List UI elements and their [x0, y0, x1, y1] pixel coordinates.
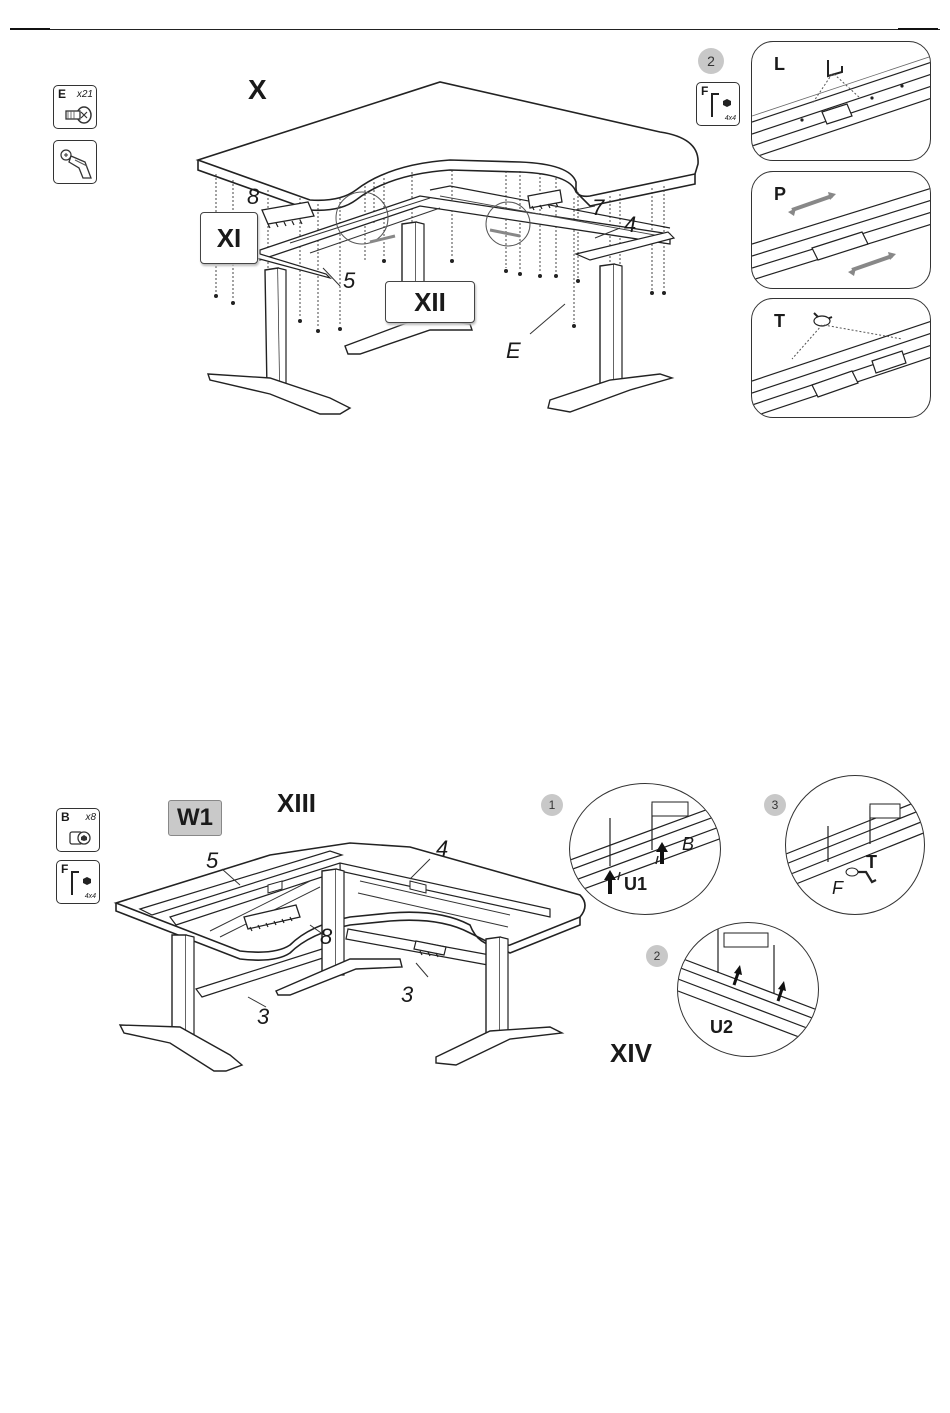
zoom-label-b: B: [682, 834, 694, 855]
detail-panel-l: L: [751, 41, 931, 161]
zoom-step-1-number: 1: [541, 794, 563, 816]
desk-frame-drawing-xiii: [110, 825, 605, 1075]
tool-letter: E: [58, 87, 66, 101]
header-rule: [10, 29, 940, 30]
rail-bolt-detail: [678, 923, 819, 1057]
rail-detail-drawing: [752, 42, 931, 161]
bolt-icon: [67, 827, 93, 849]
screw-icon: [62, 104, 92, 126]
allen-key-icon: [705, 89, 735, 119]
zoom-label-f: F: [832, 878, 843, 899]
header-rule-mark-right: [898, 28, 938, 30]
substep-xii-label: XII: [385, 281, 475, 323]
tool-qty: x8: [85, 812, 96, 823]
rail-tighten-drawing: [752, 299, 931, 418]
detail-panel-p: P: [751, 171, 931, 289]
part-number-3-left: 3: [257, 1004, 269, 1030]
part-number-8: 8: [247, 184, 259, 210]
tool-f-allen-key-2: F 4x4: [56, 860, 100, 904]
zoom-detail-3: T F: [785, 775, 925, 915]
part-number-e: E: [506, 338, 521, 364]
zoom-step-2-number: 2: [646, 945, 668, 967]
part-number-5-b: 5: [206, 848, 218, 874]
zoom-label-u1: U1: [624, 874, 647, 895]
tool-f-allen-key: F 4x4: [696, 82, 740, 126]
screwdriver-icon: [57, 144, 95, 182]
zoom-step-3-number: 3: [764, 794, 786, 816]
part-number-3-right: 3: [401, 982, 413, 1008]
zoom-detail-1: B U1: [569, 783, 721, 915]
allen-key-icon: [65, 867, 95, 897]
tool-letter: B: [61, 810, 70, 824]
part-number-5: 5: [343, 268, 355, 294]
part-number-4: 4: [624, 212, 636, 238]
step-xiii-label: XIII: [277, 788, 316, 819]
substep-xi-label: XI: [200, 212, 258, 264]
rail-slide-drawing: [752, 172, 931, 289]
zoom-label-t: T: [866, 852, 877, 873]
part-number-8-b: 8: [320, 924, 332, 950]
tool-screwdriver: [53, 140, 97, 184]
zoom-detail-2: U2: [677, 922, 819, 1057]
desk-frame-drawing-x: [190, 78, 710, 423]
step-xiv-label: XIV: [610, 1038, 652, 1069]
part-number-4-b: 4: [436, 836, 448, 862]
rail-tighten-detail: [786, 776, 925, 915]
tool-qty: x21: [77, 89, 93, 100]
detail-panel-t: T: [751, 298, 931, 418]
part-number-7: 7: [592, 195, 604, 221]
rail-join-detail: [570, 784, 721, 915]
zoom-label-u2: U2: [710, 1017, 733, 1038]
detail-step-number: 2: [698, 48, 724, 74]
header-rule-mark-left: [10, 28, 50, 30]
tool-b-bolts: B x8: [56, 808, 100, 852]
tool-e-screws: E x21: [53, 85, 97, 129]
